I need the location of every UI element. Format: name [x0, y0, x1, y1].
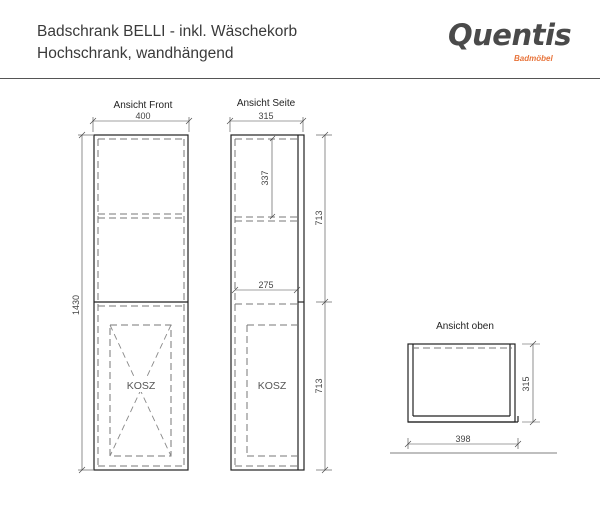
side-upper-height-dimension: 713: [314, 210, 324, 225]
brand-logo: Quentis Badmöbel: [448, 18, 572, 66]
side-inner-depth-dimension: 275: [258, 280, 273, 290]
side-lower-height-dimension: 713: [314, 378, 324, 393]
front-basket-label: KOSZ: [127, 380, 156, 392]
top-view: Ansicht oben 315 398: [390, 321, 557, 454]
logo-subtitle: Badmöbel: [514, 54, 553, 63]
front-width-dimension: 400: [135, 111, 150, 121]
side-view-label: Ansicht Seite: [237, 98, 296, 109]
title-line-2: Hochschrank, wandhängend: [37, 45, 234, 62]
title-line-1: Badschrank BELLI - inkl. Wäschekorb: [37, 23, 298, 40]
side-basket-label: KOSZ: [258, 380, 287, 392]
front-view: Ansicht Front 400 1430 KOSZ: [71, 100, 193, 474]
top-depth-dimension: 315: [521, 376, 531, 391]
header-divider: [0, 78, 600, 79]
top-view-label: Ansicht oben: [436, 321, 494, 332]
front-height-dimension: 1430: [71, 295, 81, 315]
side-width-dimension: 315: [258, 111, 273, 121]
side-inner-height-dimension: 337: [260, 170, 270, 185]
header: Badschrank BELLI - inkl. Wäschekorb Hoch…: [0, 0, 600, 80]
logo-brand-text: Quentis: [448, 18, 572, 52]
side-view: Ansicht Seite 315 337 275 KOSZ: [226, 98, 332, 474]
front-view-label: Ansicht Front: [114, 100, 173, 111]
top-width-dimension: 398: [455, 434, 470, 444]
